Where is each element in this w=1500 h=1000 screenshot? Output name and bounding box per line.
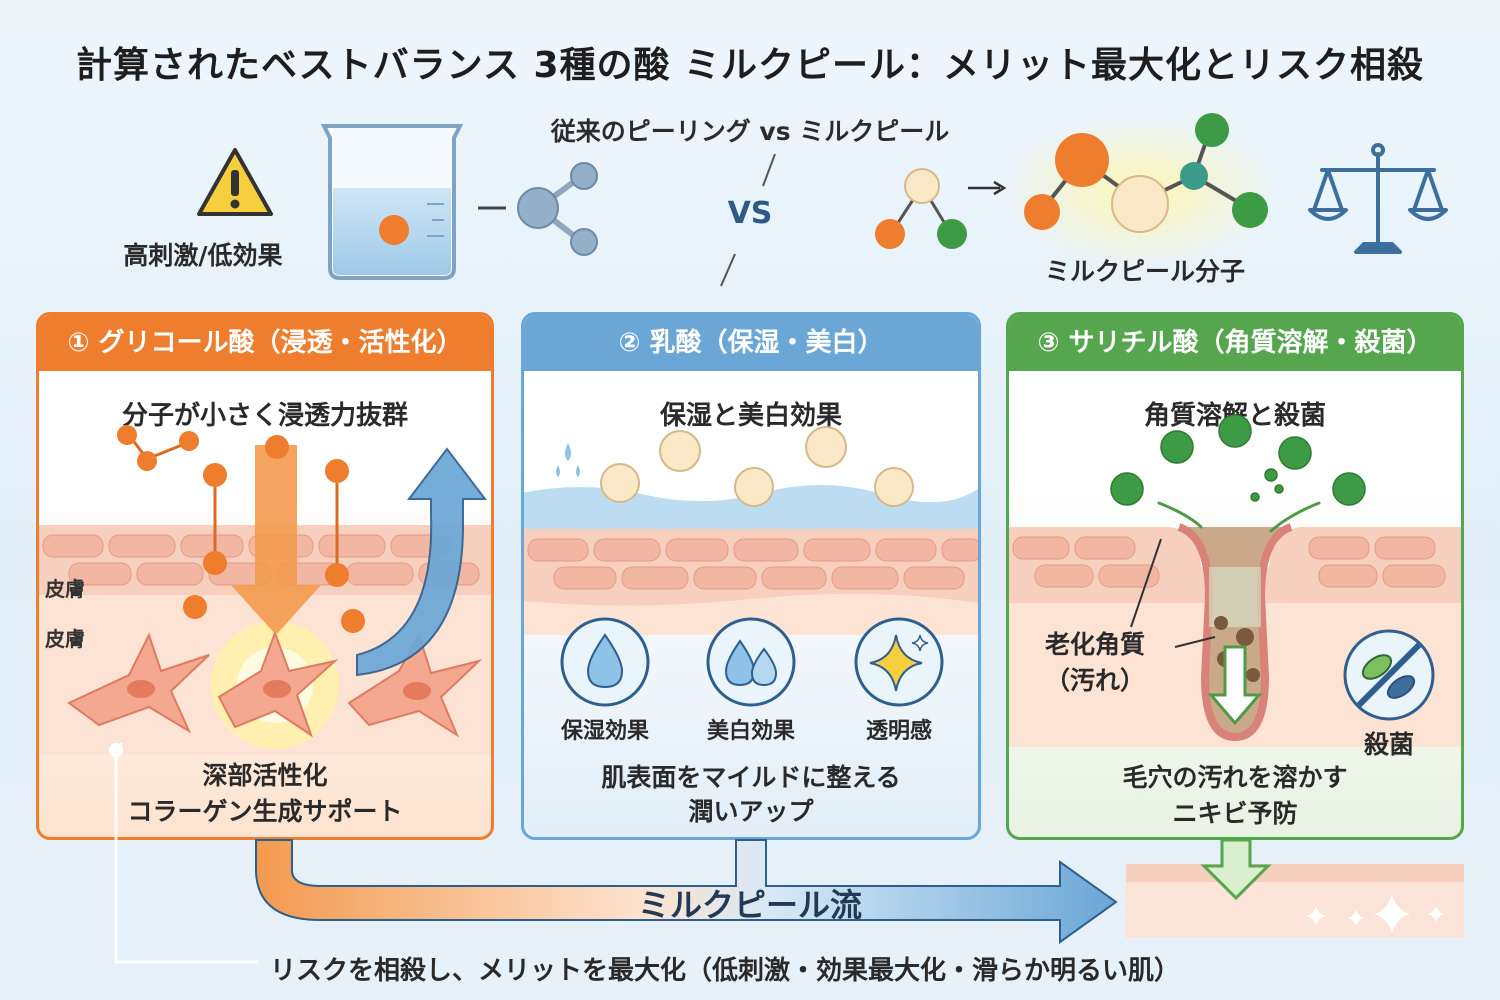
conventional-label: 高刺激/低効果 xyxy=(123,241,283,270)
skin-label-epidermis: 皮膚 xyxy=(45,577,85,601)
sparkle-icon xyxy=(854,617,944,707)
dirt-label: （汚れ） xyxy=(1044,666,1145,695)
glycolic-acid-panel: ① グリコール酸（浸透・活性化） 分子が小さく浸透力抜群 xyxy=(36,312,494,840)
salicylic-acid-panel: ③ サリチル酸（角質溶解・殺菌） 角質溶解と殺菌 xyxy=(1006,312,1464,840)
water-drop-icon xyxy=(560,617,650,707)
lactic-acid-header: ② 乳酸（保湿・美白） xyxy=(524,315,978,371)
page-title: 計算されたベストバランス 3種の酸 ミルクピール：メリット最大化とリスク相殺 xyxy=(75,45,1425,86)
salicylic-caption-2: ニキビ予防 xyxy=(1172,799,1298,828)
lactic-caption-1: 肌表面をマイルドに整える xyxy=(601,763,901,792)
glycolic-acid-header: ① グリコール酸（浸透・活性化） xyxy=(39,315,491,371)
milkpeel-flow-label: ミルクピール流 xyxy=(637,886,862,924)
milkpeel-flow-arrow xyxy=(109,743,1464,964)
antibacterial-icon xyxy=(1343,629,1435,721)
skin-label-dermis: 皮膚 xyxy=(45,627,85,651)
clarity-effect-label: 透明感 xyxy=(865,719,932,744)
moisture-effect-label: 保湿効果 xyxy=(560,719,649,744)
sterilize-label: 殺菌 xyxy=(1363,730,1414,759)
glycolic-skin-illustration xyxy=(39,425,491,755)
double-drop-icon xyxy=(706,617,796,707)
small-molecule-icon xyxy=(875,168,1007,249)
lactic-acid-panel: ② 乳酸（保湿・美白） 保湿と美白効果 xyxy=(521,312,981,840)
beaker-icon xyxy=(320,124,464,280)
vs-label: VS xyxy=(727,196,773,231)
lactic-skin-illustration xyxy=(524,426,978,635)
lactic-caption-2: 潤いアップ xyxy=(688,797,814,826)
glycolic-caption-2: コラーゲン生成サポート xyxy=(127,797,403,826)
footer-summary: リスクを相殺し、メリットを最大化（低刺激・効果最大化・滑らか明るい肌） xyxy=(270,956,1181,986)
glycolic-acid-subtitle: 分子が小さく浸透力抜群 xyxy=(121,401,408,431)
comparison-subtitle: 従来のピーリング vs ミルクピール xyxy=(550,117,950,146)
balance-scale-icon xyxy=(1308,143,1448,254)
salicylic-acid-header: ③ サリチル酸（角質溶解・殺菌） xyxy=(1009,315,1461,371)
milkpeel-molecule-icon xyxy=(1000,113,1280,268)
vs-divider xyxy=(720,153,776,287)
warning-icon xyxy=(197,148,273,216)
salicylic-caption-1: 毛穴の汚れを溶かす xyxy=(1122,763,1348,792)
glycolic-caption-1: 深部活性化 xyxy=(202,761,328,790)
aged-keratin-label: 老化角質 xyxy=(1044,630,1145,659)
milkpeel-molecule-label: ミルクピール分子 xyxy=(1044,257,1245,286)
whitening-effect-label: 美白効果 xyxy=(706,719,795,744)
conventional-molecule-icon xyxy=(478,162,598,256)
lactic-acid-subtitle: 保湿と美白効果 xyxy=(659,401,842,431)
